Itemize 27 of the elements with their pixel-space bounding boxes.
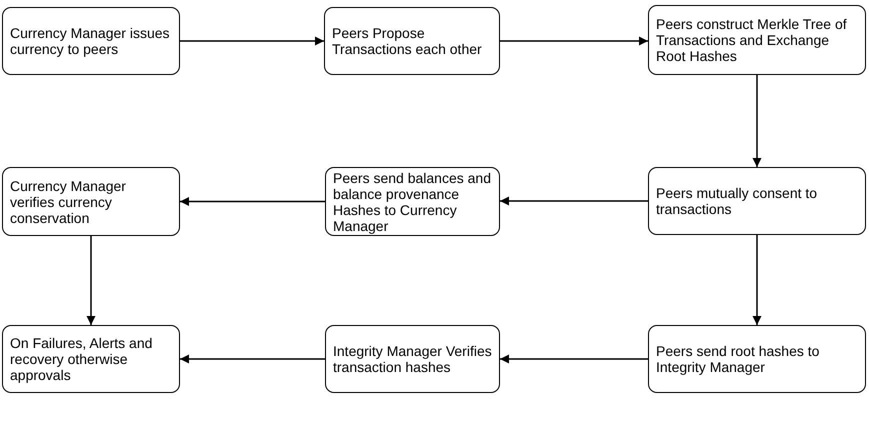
arrow bbox=[500, 354, 648, 364]
arrow bbox=[180, 197, 325, 206]
box-text: On Failures, Alerts and recovery otherwise approvals bbox=[10, 335, 154, 383]
arrow bbox=[180, 36, 324, 46]
process-box bbox=[2, 325, 180, 393]
arrow bbox=[500, 196, 648, 206]
box-text: Peers send balances and balance provenance Hashes to Currency Manager bbox=[333, 170, 492, 234]
process-box bbox=[325, 167, 500, 236]
process-box bbox=[324, 7, 500, 75]
box-text: Currency Manager verifies currency conservation bbox=[10, 178, 127, 226]
box-text: Currency Manager issues currency to peers bbox=[10, 25, 171, 57]
box-text: Peers construct Merkle Tree of Transactions and Exchange Root Hashes bbox=[656, 16, 848, 64]
box-text: Peers send root hashes to Integrity Manager bbox=[656, 343, 820, 375]
box-text: Peers mutually consent to transactions bbox=[656, 185, 818, 217]
arrow bbox=[86, 236, 96, 325]
arrow bbox=[752, 75, 762, 167]
arrow bbox=[752, 235, 762, 325]
process-box bbox=[648, 167, 866, 235]
process-box bbox=[325, 325, 500, 393]
arrow bbox=[180, 354, 325, 364]
box-text: Peers Propose Transactions each other bbox=[332, 25, 483, 57]
process-box bbox=[2, 167, 180, 236]
box-text: Integrity Manager Verifies transaction hashes bbox=[333, 343, 492, 375]
process-box bbox=[648, 5, 866, 75]
process-box bbox=[2, 7, 180, 75]
process-box bbox=[648, 325, 866, 393]
arrow bbox=[500, 36, 648, 46]
